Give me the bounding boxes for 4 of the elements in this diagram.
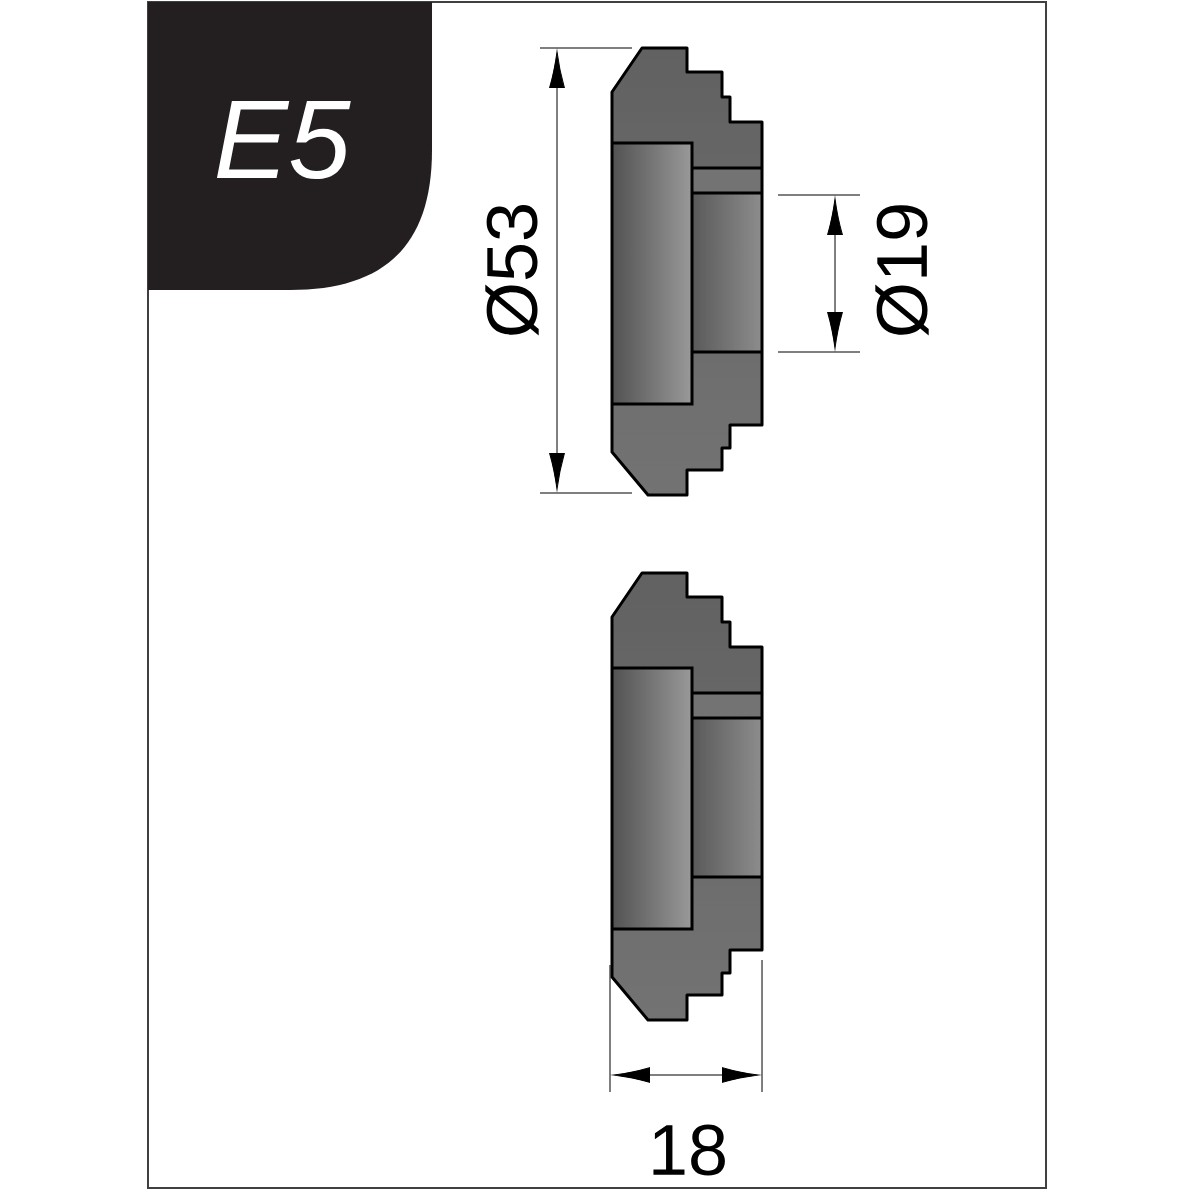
dimension-label: Ø19 bbox=[875, 205, 929, 336]
dimension-label: 18 bbox=[653, 1124, 725, 1176]
title-tab: E5 bbox=[148, 2, 432, 290]
dimension-label: Ø53 bbox=[485, 205, 539, 336]
